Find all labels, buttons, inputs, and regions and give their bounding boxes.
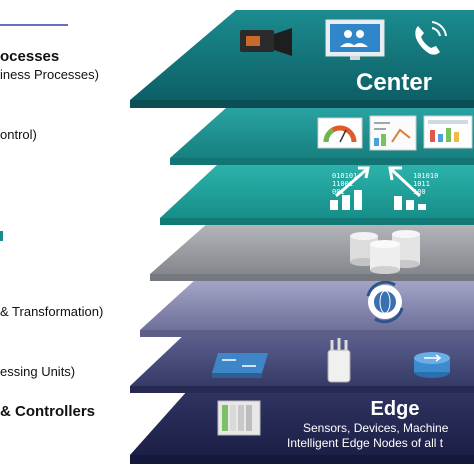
router-icon [414, 352, 450, 378]
layer-processing [130, 333, 474, 393]
layer-label-transformation: & Transformation) [0, 304, 104, 319]
cycle-globe-icon [366, 280, 404, 324]
layer-analytics [170, 108, 474, 165]
binary-text: 010101 [332, 172, 357, 180]
layer-center: Center [130, 10, 474, 108]
layer-transformation [140, 279, 474, 337]
network-switch-icon [212, 353, 268, 378]
binary-text: 1011 [413, 180, 430, 188]
edge-line-2: Intelligent Edge Nodes of all t [287, 436, 444, 450]
binary-text: 100 [413, 188, 426, 196]
phone-icon [415, 21, 447, 55]
accent-line [0, 24, 68, 26]
database-cylinders-icon [350, 230, 420, 274]
binary-bars-down-icon: 101010 1011 100 [388, 166, 438, 210]
layer-edge: Edge Sensors, Devices, Machine Intellige… [130, 390, 474, 464]
plc-controller-icon [217, 400, 261, 436]
layer-label-control: ontrol) [0, 127, 37, 142]
wireless-access-point-icon [327, 338, 351, 383]
report-chart-icon [369, 115, 417, 151]
spreadsheet-icon [423, 115, 473, 149]
gauge-dashboard-icon [317, 117, 363, 149]
center-title: Center [356, 69, 432, 96]
edge-title: Edge [371, 398, 420, 420]
monitor-users-icon [325, 19, 385, 60]
layer-label-processes-title: ocesses [0, 48, 60, 65]
edge-line-1: Sensors, Devices, Machine [303, 421, 449, 435]
layer-data-growth: 010101 11001 001 101010 1011 100 [160, 164, 474, 225]
binary-text: 101010 [413, 172, 438, 180]
layer-storage [150, 223, 474, 281]
layer-label-processes-sub: iness Processes) [0, 67, 99, 82]
accent-marker [0, 231, 3, 241]
layer-label-controllers: & Controllers [0, 403, 96, 420]
binary-bars-up-icon: 010101 11001 001 [330, 166, 370, 210]
layer-label-processing-units: essing Units) [0, 364, 76, 379]
binary-text: 11001 [332, 180, 353, 188]
video-camera-icon [240, 28, 292, 56]
